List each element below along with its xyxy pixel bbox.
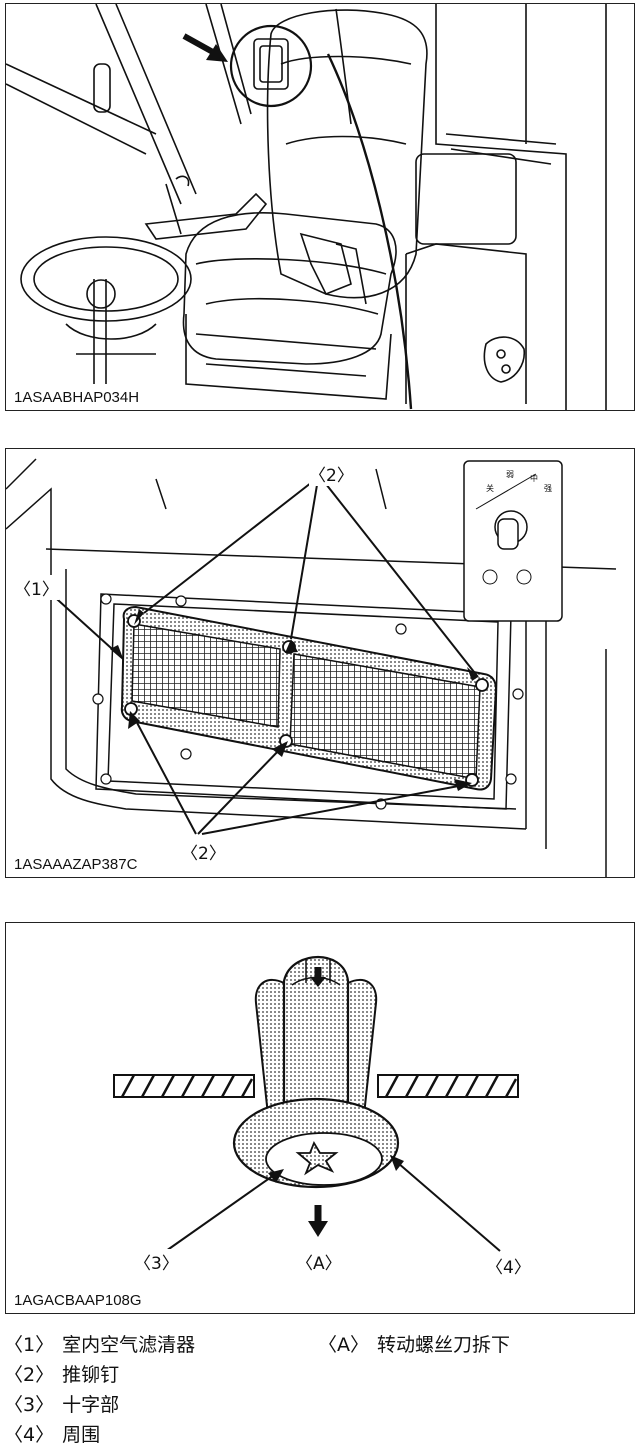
legend-tag: 〈2〉 xyxy=(4,1364,55,1386)
callout-cross-part: 〈3〉 xyxy=(134,1249,179,1274)
legend-tag: 〈4〉 xyxy=(4,1424,55,1446)
legend-tag: 〈3〉 xyxy=(4,1394,55,1416)
legend-item: 〈2〉推铆钉 xyxy=(4,1360,119,1387)
legend-text: 周围 xyxy=(62,1424,101,1446)
control-mark-mid: 中 xyxy=(530,474,538,483)
callout-rivet-top: 〈2〉 xyxy=(309,461,354,486)
rivet-illustration xyxy=(113,955,519,1252)
control-mark-low: 弱 xyxy=(506,470,514,479)
figure-code: 1ASAABHAP034H xyxy=(12,389,142,406)
legend-text: 十字部 xyxy=(62,1394,120,1416)
legend: 〈1〉室内空气滤清器 〈2〉推铆钉 〈3〉十字部 〈4〉周围 〈A〉转动螺丝刀拆… xyxy=(0,1330,640,1448)
legend-tag: 〈1〉 xyxy=(4,1334,55,1356)
legend-item: 〈A〉转动螺丝刀拆下 xyxy=(318,1330,510,1357)
control-mark-high: 强 xyxy=(544,484,552,493)
legend-item: 〈3〉十字部 xyxy=(4,1390,119,1417)
rivet-detail-figure: 〈3〉 〈A〉 〈4〉 1AGACBAAP108G xyxy=(5,922,635,1314)
control-mark-off: 关 xyxy=(486,484,494,493)
callout-periphery: 〈4〉 xyxy=(486,1253,531,1278)
figure-code: 1AGACBAAP108G xyxy=(12,1292,144,1309)
cab-interior-figure: 1ASAABHAP034H xyxy=(5,3,635,411)
figure-code: 1ASAAAZAP387C xyxy=(12,856,140,873)
legend-item: 〈1〉室内空气滤清器 xyxy=(4,1330,195,1357)
legend-text: 室内空气滤清器 xyxy=(62,1334,196,1356)
legend-tag: 〈A〉 xyxy=(318,1334,369,1356)
legend-text: 转动螺丝刀拆下 xyxy=(377,1334,511,1356)
legend-item: 〈4〉周围 xyxy=(4,1420,100,1447)
filter-location-figure: 〈2〉 〈1〉 〈2〉 关 强 弱 中 1ASAAAZAP387C xyxy=(5,448,635,878)
callout-filter: 〈1〉 xyxy=(14,575,59,600)
callout-action: 〈A〉 xyxy=(296,1249,342,1274)
filter-panel-illustration xyxy=(6,458,617,877)
legend-text: 推铆钉 xyxy=(62,1364,120,1386)
cab-interior-illustration xyxy=(6,4,607,410)
callout-rivet-bottom: 〈2〉 xyxy=(181,839,226,864)
